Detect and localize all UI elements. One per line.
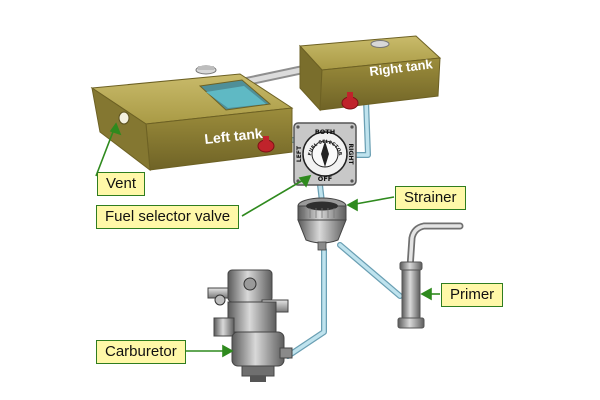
callout-strainer: Strainer — [395, 186, 466, 210]
left-tank: Left tank — [90, 65, 294, 172]
vent-hole — [118, 111, 130, 125]
callout-carburetor: Carburetor — [96, 340, 186, 364]
left-tank-valve — [257, 136, 275, 153]
leader-lines — [95, 122, 440, 358]
primer — [397, 222, 464, 329]
carburetor — [207, 269, 293, 382]
selector-off-label: OFF — [318, 175, 332, 183]
left-tank-label: Left tank — [204, 125, 264, 147]
right-tank-valve — [341, 92, 359, 110]
selector-pointer — [321, 141, 329, 167]
selector-both-label: BOTH — [315, 128, 335, 136]
callout-vent: Vent — [97, 172, 146, 196]
strainer — [297, 197, 347, 251]
selector-right-label: RIGHT — [347, 144, 354, 166]
selector-left-label: LEFT — [296, 145, 303, 162]
fuel-selector-valve: BOTH OFF LEFT RIGHT FUEL SELECTOR — [293, 122, 357, 186]
callout-primer: Primer — [441, 283, 504, 307]
callout-fuel-selector-valve: Fuel selector valve — [96, 205, 240, 229]
right-tank: Right tank — [298, 35, 442, 112]
